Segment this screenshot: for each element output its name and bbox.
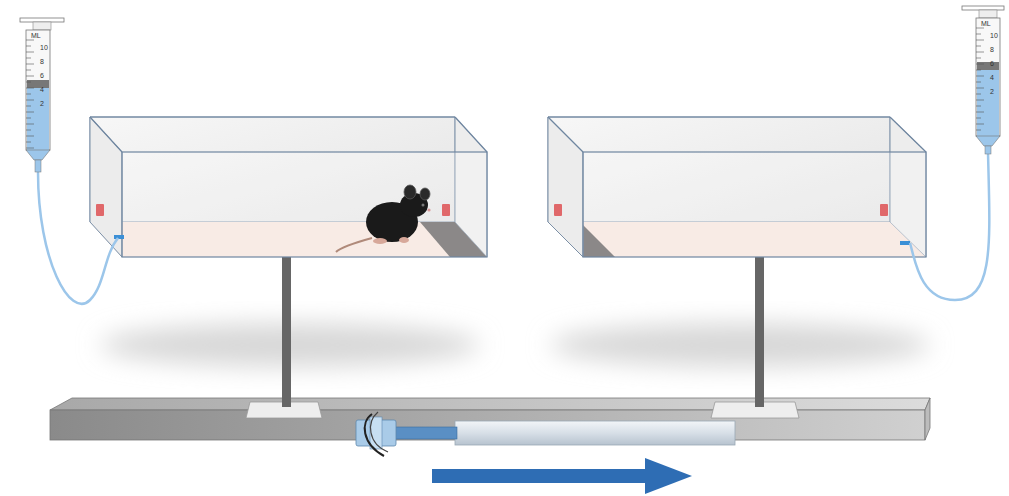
scale-label: 10 <box>990 32 998 39</box>
tick <box>26 94 31 95</box>
tick <box>26 130 31 131</box>
light-marker <box>880 204 888 216</box>
tick <box>976 112 984 113</box>
scale-label: 8 <box>40 58 44 65</box>
tick <box>26 82 31 83</box>
tick <box>976 40 984 41</box>
tick <box>976 130 981 131</box>
tick <box>26 118 31 119</box>
tick <box>26 46 31 47</box>
port <box>114 235 124 239</box>
tick <box>26 142 31 143</box>
tick <box>976 28 984 29</box>
tick <box>26 106 31 107</box>
tick <box>26 76 34 77</box>
tick <box>976 70 981 71</box>
tick <box>26 100 34 101</box>
post <box>246 257 799 418</box>
scale-label: 4 <box>40 86 44 93</box>
scale-label: 6 <box>990 60 994 67</box>
tick <box>976 118 981 119</box>
scale-label: ML <box>981 20 991 27</box>
tick <box>976 94 981 95</box>
tick <box>976 82 981 83</box>
scale-label: 8 <box>990 46 994 53</box>
tick <box>976 34 981 35</box>
scale-label: 6 <box>40 72 44 79</box>
tick <box>26 124 34 125</box>
tick <box>976 76 984 77</box>
light-marker <box>442 204 450 216</box>
light-marker <box>554 204 562 216</box>
scale-label: 2 <box>40 100 44 107</box>
tick <box>976 64 984 65</box>
tick <box>976 88 984 89</box>
tick <box>26 40 34 41</box>
scale-label: ML <box>31 32 41 39</box>
tick <box>26 58 31 59</box>
direction-arrow <box>432 458 692 494</box>
chamber <box>548 117 926 257</box>
scale-label: 2 <box>990 88 994 95</box>
tick <box>26 136 34 137</box>
syringe <box>20 18 118 304</box>
graduation-ticks <box>26 28 984 148</box>
mouse <box>336 185 431 252</box>
tick <box>976 46 981 47</box>
tick <box>976 100 984 101</box>
tick <box>976 52 984 53</box>
tick <box>26 64 34 65</box>
linear-actuator <box>356 412 735 456</box>
tick <box>976 106 981 107</box>
port <box>900 241 910 245</box>
scale-label: 10 <box>40 44 48 51</box>
syringe <box>910 6 1004 300</box>
tick <box>26 70 31 71</box>
scale-label: 4 <box>990 74 994 81</box>
chamber <box>90 117 487 257</box>
tick <box>26 112 34 113</box>
tick <box>976 58 981 59</box>
tick <box>26 88 34 89</box>
tick <box>26 148 34 149</box>
shadow <box>550 323 930 367</box>
light-marker <box>96 204 104 216</box>
tick <box>976 124 984 125</box>
tick <box>26 52 34 53</box>
